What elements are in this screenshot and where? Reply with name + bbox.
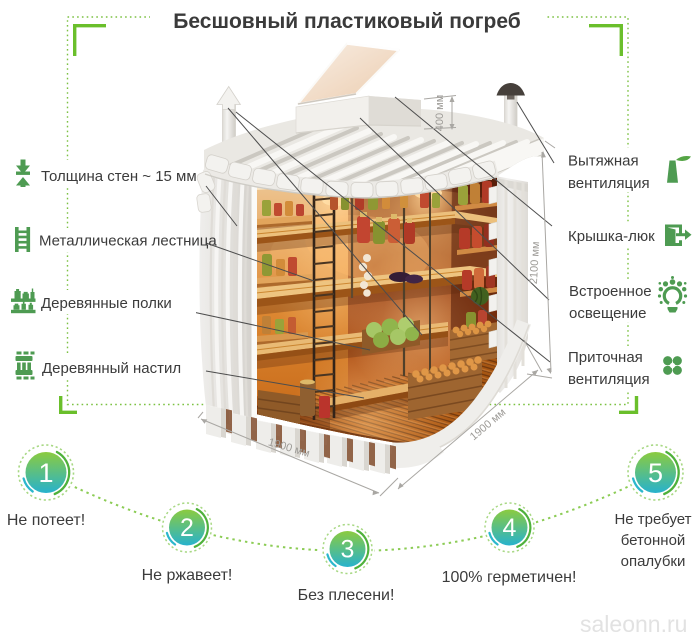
svg-text:2100 мм: 2100 мм: [528, 241, 542, 284]
svg-text:3: 3: [341, 536, 355, 564]
svg-text:saleonn.ru: saleonn.ru: [580, 611, 687, 637]
svg-text:Не потеет!: Не потеет!: [7, 512, 85, 529]
svg-text:вентиляция: вентиляция: [568, 175, 650, 192]
svg-text:Бесшовный пластиковый погреб: Бесшовный пластиковый погреб: [173, 10, 520, 33]
svg-text:Встроенное: Встроенное: [569, 283, 652, 300]
svg-text:1: 1: [38, 458, 53, 488]
svg-text:Толщина стен ~ 15 мм: Толщина стен ~ 15 мм: [41, 168, 197, 185]
svg-text:Приточная: Приточная: [568, 349, 643, 366]
svg-text:Вытяжная: Вытяжная: [568, 153, 639, 170]
svg-text:вентиляция: вентиляция: [568, 371, 650, 388]
svg-text:Крышка-люк: Крышка-люк: [568, 228, 655, 245]
svg-text:Металлическая лестница: Металлическая лестница: [39, 233, 217, 250]
svg-text:освещение: освещение: [569, 305, 647, 322]
svg-text:400 мм: 400 мм: [434, 95, 446, 132]
svg-text:Деревянные полки: Деревянные полки: [41, 295, 172, 312]
svg-text:опалубки: опалубки: [621, 553, 686, 570]
svg-text:Не ржавеет!: Не ржавеет!: [142, 567, 233, 584]
svg-text:Деревянный настил: Деревянный настил: [42, 360, 181, 377]
svg-text:2: 2: [180, 514, 194, 542]
svg-text:4: 4: [503, 514, 517, 542]
svg-text:Без плесени!: Без плесени!: [298, 587, 395, 604]
svg-text:5: 5: [648, 458, 663, 488]
svg-text:бетонной: бетонной: [621, 532, 686, 549]
svg-text:100% герметичен!: 100% герметичен!: [442, 569, 577, 586]
svg-text:Не требует: Не требует: [614, 511, 691, 528]
